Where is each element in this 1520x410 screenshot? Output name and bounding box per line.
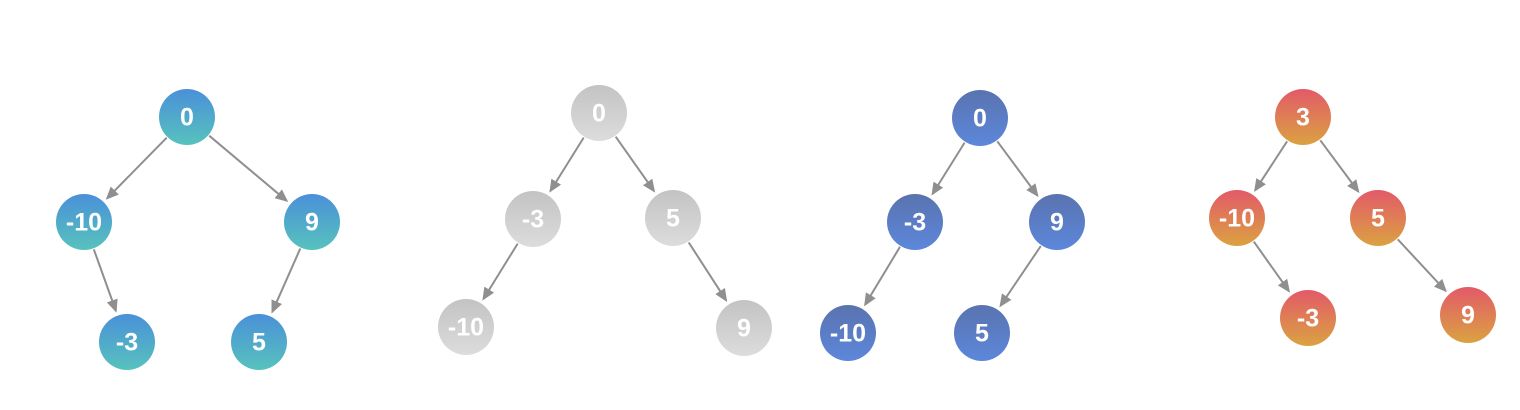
tree-node-0: 0 [571, 85, 627, 141]
tree-node-circle [505, 191, 561, 247]
tree-node-label: -3 [904, 209, 926, 237]
tree-node--10: -10 [438, 299, 494, 355]
tree-node-9: 9 [284, 194, 340, 250]
tree-node-9: 9 [1440, 287, 1496, 343]
binary-tree-gray: 0 -3 5 -10 9 [438, 85, 772, 356]
tree-node-label: -10 [66, 209, 102, 237]
tree-node-circle [231, 314, 287, 370]
tree-edge [1252, 241, 1291, 293]
tree-node-label: 9 [1050, 209, 1064, 237]
tree-node-5: 5 [645, 190, 701, 246]
tree-node-label: 5 [666, 205, 680, 233]
tree-node-label: 5 [252, 329, 266, 357]
tree-node--3: -3 [887, 194, 943, 250]
tree-node-label: 0 [973, 105, 987, 133]
tree-node-circle [438, 299, 494, 355]
tree-edge [996, 140, 1039, 198]
tree-node-label: 0 [180, 104, 194, 132]
tree-node-5: 5 [1350, 190, 1406, 246]
tree-node-label: 0 [592, 100, 606, 128]
tree-node-label: -10 [448, 314, 484, 342]
tree-edge [208, 134, 289, 203]
tree-node-circle [954, 305, 1010, 361]
tree-edge [864, 246, 901, 307]
tree-node--3: -3 [99, 314, 155, 370]
tree-node-label: 9 [1461, 302, 1475, 330]
tree-edge [1319, 139, 1360, 194]
tree-edge [687, 241, 728, 302]
tree-node-circle [820, 305, 876, 361]
binary-tree-blue-teal: 0 -10 9 -3 5 [56, 89, 340, 370]
tree-node-5: 5 [231, 314, 287, 370]
tree-node-circle [1209, 190, 1265, 246]
tree-node-circle [56, 194, 112, 250]
tree-node-label: -3 [1297, 305, 1319, 333]
tree-node-circle [645, 190, 701, 246]
tree-node-0: 0 [952, 90, 1008, 146]
tree-node-circle [1275, 89, 1331, 145]
tree-edge [271, 248, 302, 314]
tree-edge [1396, 238, 1447, 293]
tree-node-0: 0 [159, 89, 215, 145]
tree-node-label: -3 [522, 206, 544, 234]
tree-node-circle [1029, 194, 1085, 250]
tree-node-9: 9 [716, 300, 772, 356]
binary-tree-red-orange: 3 -10 5 -3 9 [1209, 89, 1496, 346]
tree-node-circle [887, 194, 943, 250]
tree-edge [105, 136, 168, 200]
tree-node-circle [952, 90, 1008, 146]
tree-edge [1254, 140, 1288, 193]
tree-edge [614, 136, 656, 193]
tree-edge [999, 245, 1042, 308]
binary-tree-blue: 0 -3 9 -10 5 [820, 90, 1085, 361]
tree-node-circle [1440, 287, 1496, 343]
tree-node-label: -10 [830, 320, 866, 348]
tree-node-circle [1280, 290, 1336, 346]
tree-edge [931, 142, 966, 196]
tree-node-circle [571, 85, 627, 141]
tree-node-3: 3 [1275, 89, 1331, 145]
tree-node-label: 5 [975, 320, 989, 348]
tree-edge [482, 243, 519, 301]
tree-node-9: 9 [1029, 194, 1085, 250]
tree-node-circle [284, 194, 340, 250]
tree-node--10: -10 [820, 305, 876, 361]
tree-node-5: 5 [954, 305, 1010, 361]
tree-node-label: 9 [737, 315, 751, 343]
tree-node-circle [159, 89, 215, 145]
tree-node--10: -10 [1209, 190, 1265, 246]
tree-node-circle [716, 300, 772, 356]
tree-node--10: -10 [56, 194, 112, 250]
tree-edge [92, 248, 118, 313]
tree-node--3: -3 [505, 191, 561, 247]
tree-node-circle [1350, 190, 1406, 246]
tree-edge [549, 137, 585, 193]
tree-node--3: -3 [1280, 290, 1336, 346]
tree-node-label: 9 [305, 209, 319, 237]
tree-node-label: 5 [1371, 205, 1385, 233]
tree-node-label: -10 [1219, 205, 1255, 233]
tree-node-circle [99, 314, 155, 370]
tree-node-label: -3 [116, 329, 138, 357]
tree-node-label: 3 [1296, 104, 1310, 132]
